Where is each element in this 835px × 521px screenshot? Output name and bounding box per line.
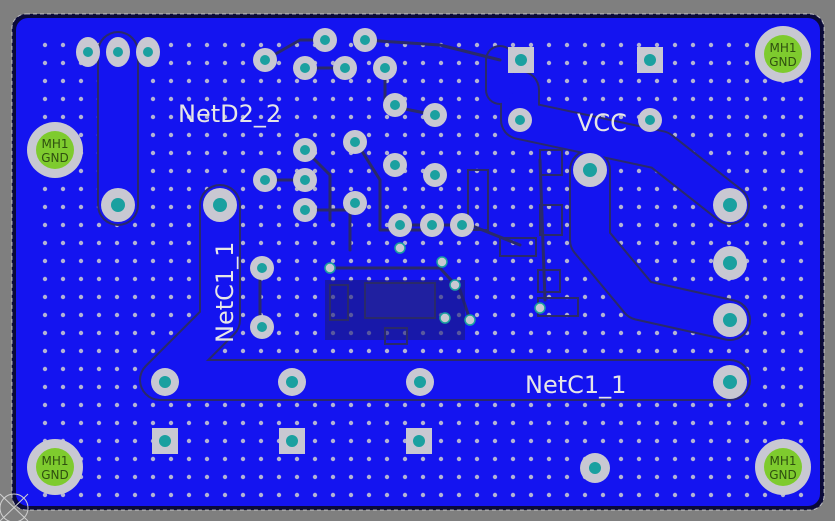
through-hole-pads xyxy=(76,28,747,483)
net-label-netc1-1-bottom: NetC1_1 xyxy=(525,371,626,399)
mount-hole-top-left: MH1 GND xyxy=(27,122,83,178)
net-label-vcc: VCC xyxy=(577,109,627,137)
mount-hole-label-line2: GND xyxy=(769,468,797,482)
mount-hole-label-line1: MH1 xyxy=(41,454,68,468)
mount-hole-bottom-right: MH1 GND xyxy=(755,439,811,495)
drill-holes xyxy=(83,35,737,474)
mount-hole-label-line1: MH1 xyxy=(769,454,796,468)
net-label-netc1-1-vertical: NetC1_1 xyxy=(211,242,239,343)
mount-hole-label-line1: MH1 xyxy=(41,137,68,151)
mount-hole-label-line1: MH1 xyxy=(769,41,796,55)
mount-hole-label-line2: GND xyxy=(41,468,69,482)
copper-traces xyxy=(97,31,751,401)
mount-hole-top-right: MH1 GND xyxy=(755,26,811,82)
origin-marker xyxy=(0,493,29,521)
smd-area xyxy=(325,149,579,345)
mount-hole-label-line2: GND xyxy=(41,151,69,165)
via-stitching-field xyxy=(30,30,810,498)
mount-hole-bottom-left: MH1 GND xyxy=(27,439,83,495)
signal-vias xyxy=(324,242,546,326)
mount-hole-label-line2: GND xyxy=(769,55,797,69)
board-outline-dashed xyxy=(11,13,825,511)
net-label-netd2-2: NetD2_2 xyxy=(178,100,281,128)
